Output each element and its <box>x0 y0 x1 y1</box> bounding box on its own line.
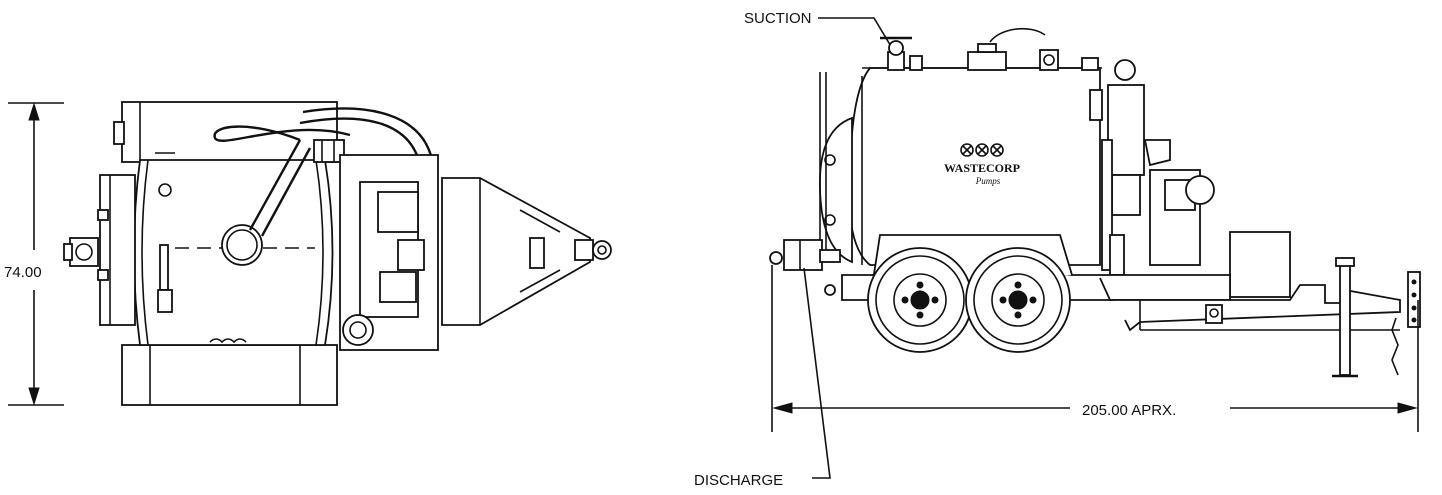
side-view-wheel-rear <box>965 247 1071 353</box>
length-dimension-line <box>771 265 1419 432</box>
side-view-discharge-valve <box>769 239 841 296</box>
side-view-hitch <box>1391 271 1421 376</box>
top-view: 74.00 <box>4 101 612 406</box>
brand-subtitle: Pumps <box>975 176 1001 186</box>
length-dimension-label: 205.00 APRX. <box>1082 402 1176 419</box>
side-view-top-fittings <box>880 27 1099 71</box>
brand-logo: WASTECORP Pumps <box>944 143 1020 186</box>
side-view-toolbox <box>1229 231 1291 298</box>
side-view-pump-engine <box>1089 59 1215 276</box>
side-view-jack-stand <box>1332 257 1358 378</box>
suction-label: SUCTION <box>744 10 812 27</box>
suction-leader <box>818 17 893 49</box>
discharge-leader <box>803 267 831 479</box>
side-view-wheel-front <box>867 247 973 353</box>
side-view: SUCTION <box>694 10 1421 489</box>
top-view-tongue <box>441 177 612 326</box>
top-view-frame <box>113 101 338 406</box>
brand-name: WASTECORP <box>944 161 1020 175</box>
height-dimension-line <box>8 102 64 406</box>
discharge-label: DISCHARGE <box>694 472 783 489</box>
top-view-rear-valve <box>63 174 136 326</box>
side-view-tank <box>819 67 1102 266</box>
height-dimension-label: 74.00 <box>4 264 42 281</box>
top-view-pump-engine <box>339 154 439 351</box>
